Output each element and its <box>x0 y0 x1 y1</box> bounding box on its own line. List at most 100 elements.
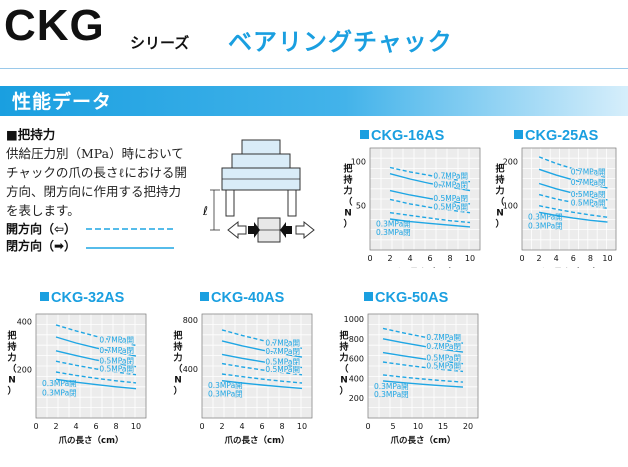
y-axis-label-char: N <box>8 376 16 386</box>
description-line-2: チャックの爪の長さℓにおける開 <box>6 165 187 180</box>
x-tick-label: 10 <box>297 422 307 431</box>
x-tick-label: 0 <box>519 254 524 263</box>
series-label-3: 0.5MPa開 <box>426 361 461 370</box>
x-tick-label: 10 <box>602 254 612 263</box>
y-axis-label-char: 持 <box>173 341 182 353</box>
series-line-1 <box>221 340 303 358</box>
series-line-4 <box>538 205 608 218</box>
series-label-2: 0.5MPa閉 <box>571 190 606 199</box>
arrow-right-open <box>295 220 315 240</box>
y-axis-label-char: 把 <box>339 330 348 342</box>
chart-ckg16: 024681050100爪の長さ（cm）把持力（N）0.7MPa開0.7MPa閉… <box>343 147 481 268</box>
x-tick-label: 8 <box>279 422 284 431</box>
y-axis-label-char: 持 <box>339 341 348 353</box>
series-line-3 <box>55 360 137 376</box>
x-tick-label: 5 <box>390 422 395 431</box>
y-axis-label-char: ） <box>339 386 348 397</box>
y-tick-label: 200 <box>17 366 32 375</box>
x-tick-label: 2 <box>53 422 58 431</box>
jaw-right <box>287 189 297 217</box>
section-band <box>0 86 628 116</box>
x-tick-label: 6 <box>427 254 432 263</box>
series-line-0 <box>55 324 137 347</box>
y-axis-label-char: ） <box>173 386 182 397</box>
series-label-4: 0.3MPa開 <box>528 213 563 222</box>
x-tick-label: 8 <box>113 422 118 431</box>
x-axis-label: 爪の長さ（cm） <box>537 267 602 268</box>
x-tick-label: 0 <box>199 422 204 431</box>
y-axis-label: 把持力（N） <box>495 163 504 230</box>
series-label-1: 0.7MPa閉 <box>99 346 134 355</box>
x-tick-label: 2 <box>219 422 224 431</box>
chuck-diagram: ℓ <box>202 139 315 243</box>
y-axis-label: 把持力（N） <box>7 330 16 397</box>
x-tick-label: 6 <box>259 422 264 431</box>
series-label-4: 0.3MPa開 <box>42 379 77 388</box>
x-axis-label: 爪の長さ（cm） <box>225 435 290 446</box>
y-axis-label-char: 把 <box>495 163 504 175</box>
series-label-3: 0.5MPa開 <box>265 365 300 374</box>
series-label-0: 0.7MPa開 <box>426 333 461 342</box>
x-tick-label: 0 <box>33 422 38 431</box>
plot-frame <box>201 313 313 419</box>
arrow-right-filled <box>248 222 260 238</box>
series-label-5: 0.3MPa閉 <box>42 388 77 397</box>
series-line-2 <box>221 353 303 369</box>
y-tick-label: 400 <box>349 374 364 383</box>
series-line-5 <box>55 378 137 390</box>
y-tick-label: 800 <box>183 316 198 325</box>
series-line-1 <box>382 338 464 353</box>
series-label-4: 0.3MPa開 <box>376 220 411 229</box>
series-label-0: 0.7MPa開 <box>99 335 134 344</box>
x-tick-label: 20 <box>463 422 473 431</box>
arrow-left-open <box>227 220 247 240</box>
y-axis-label: 把持力（N） <box>173 330 182 397</box>
chuck-body-middle <box>231 153 291 169</box>
series-label-5: 0.3MPa閉 <box>208 390 243 399</box>
series-line-0 <box>389 166 471 183</box>
series-line-3 <box>538 193 608 209</box>
y-tick-label: 400 <box>183 365 198 374</box>
plot-frame <box>521 147 617 251</box>
x-tick-label: 10 <box>413 422 423 431</box>
x-tick-label: 10 <box>131 422 141 431</box>
series-label-1: 0.7MPa閉 <box>571 178 606 187</box>
y-tick-label: 400 <box>17 317 32 326</box>
y-axis-label-char: 持 <box>495 174 504 186</box>
legend-open-label: 開方向（⇦） <box>6 222 77 236</box>
series-label-2: 0.5MPa閉 <box>99 357 134 366</box>
series-label-5: 0.3MPa閉 <box>376 228 411 237</box>
y-axis-label-char: N <box>496 209 504 219</box>
series-label-0: 0.7MPa開 <box>265 338 300 347</box>
series-line-3 <box>389 198 471 214</box>
chart-title-ckg25: CKG-25AS <box>514 128 598 144</box>
chuck-body-top <box>241 139 281 155</box>
chart-title-ckg16: CKG-16AS <box>360 128 444 144</box>
legend-close-label: 閉方向（➡） <box>6 239 77 253</box>
series-line-5 <box>389 218 471 228</box>
description-line-4: を表します。 <box>6 203 80 218</box>
series-line-1 <box>538 168 608 189</box>
y-axis-label-char: ） <box>495 219 504 230</box>
x-tick-label: 0 <box>365 422 370 431</box>
series-label-0: 0.7MPa開 <box>433 172 468 181</box>
y-axis-label-char: 把 <box>343 163 352 175</box>
y-axis-label-char: 力 <box>339 352 348 364</box>
chart-ckg25: 0246810100200爪の長さ（cm）把持力（N）0.7MPa開0.7MPa… <box>495 147 617 268</box>
x-tick-label: 0 <box>367 254 372 263</box>
x-tick-label: 2 <box>387 254 392 263</box>
series-code: CKG <box>4 1 105 50</box>
y-tick-label: 800 <box>349 335 364 344</box>
series-label-1: 0.7MPa閉 <box>433 181 468 190</box>
y-tick-label: 200 <box>349 394 364 403</box>
x-tick-label: 2 <box>537 254 542 263</box>
x-axis-label: 爪の長さ（cm） <box>391 435 456 446</box>
y-axis-label-char: N <box>174 376 182 386</box>
y-axis-label-char: （ <box>173 364 182 375</box>
y-tick-label: 100 <box>503 202 518 211</box>
y-axis-label-char: N <box>344 209 352 219</box>
series-label-1: 0.7MPa閉 <box>426 342 461 351</box>
series-line-5 <box>538 211 608 223</box>
plot-frame <box>367 313 479 419</box>
